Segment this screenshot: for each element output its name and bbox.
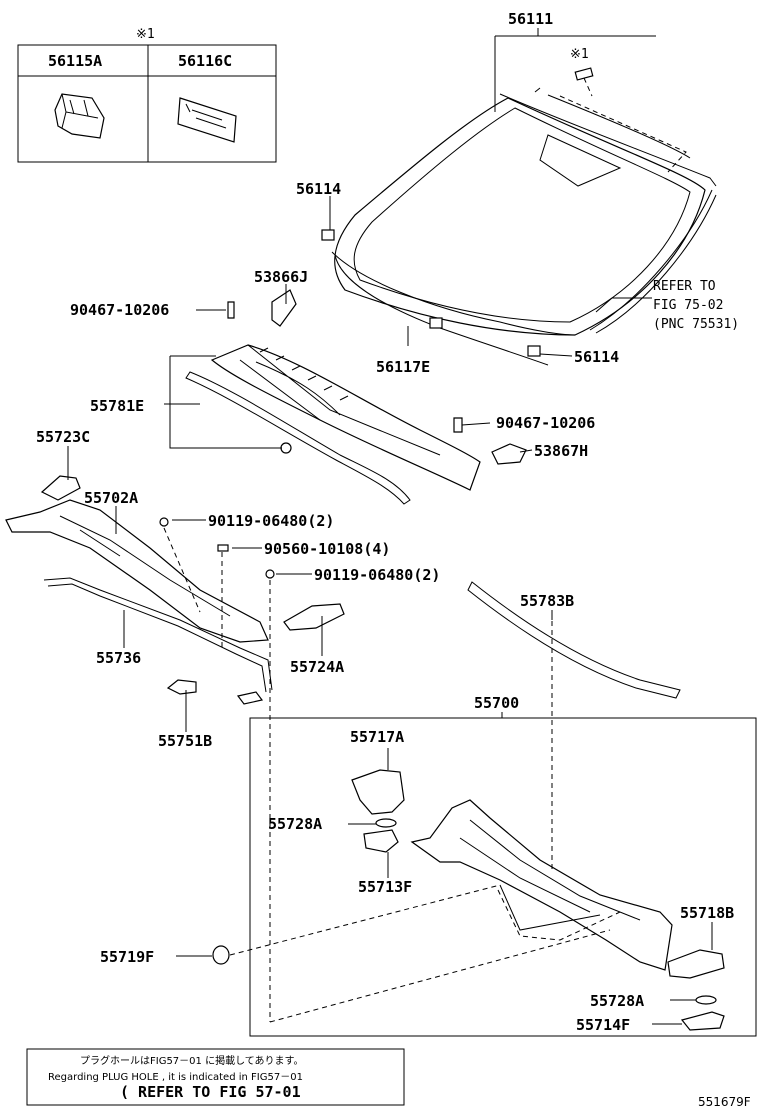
inset-col1-label: 56115A: [48, 52, 102, 70]
clip-56115a-drawing: [54, 93, 105, 139]
clip-90467-mid-icon: [453, 417, 463, 433]
label-55783b: 55783B: [520, 592, 574, 610]
label-90560: 90560-10108(4): [264, 540, 390, 558]
bracket-55714f-icon: [680, 1011, 725, 1031]
label-55718b: 55718B: [680, 904, 734, 922]
label-55728a-right: 55728A: [590, 992, 644, 1010]
seal-53867h-icon: [491, 443, 527, 465]
label-55702a: 55702A: [84, 489, 138, 507]
label-55728a-left: 55728A: [268, 815, 322, 833]
label-90467-top: 90467-10206: [70, 301, 169, 319]
bracket-55718b-icon: [667, 949, 725, 979]
cowl-panel-assembly-drawing: [212, 612, 725, 1031]
label-56111: 56111: [508, 10, 553, 28]
label-55724a: 55724A: [290, 658, 344, 676]
clip-90467-top-icon: [227, 301, 235, 319]
label-56117e: 56117E: [376, 358, 430, 376]
inset-table: ※1 56115A 56116C: [17, 27, 277, 163]
label-90467-mid: 90467-10206: [496, 414, 595, 432]
label-53866j: 53866J: [254, 268, 308, 286]
label-55719f: 55719F: [100, 948, 154, 966]
bracket-55713f-icon: [363, 829, 399, 853]
label-55736: 55736: [96, 649, 141, 667]
clip-56114-top-icon: [321, 229, 335, 241]
weatherstrip-55783b-drawing: [467, 581, 681, 699]
inset-col2-label: 56116C: [178, 52, 232, 70]
label-55723c: 55723C: [36, 428, 90, 446]
clip-56117e-icon: [429, 317, 443, 329]
hose-55751b-icon: [166, 679, 197, 695]
cowl-louver-drawing: [185, 289, 527, 505]
plate-56116c-drawing: [177, 97, 237, 143]
inset-note-mark: ※1: [136, 27, 155, 42]
grommet-icon: [280, 442, 292, 454]
plug-55719f-icon: [212, 945, 230, 965]
note-box: プラグホールはFIG57－01 に掲載してあります。 Regarding PLU…: [26, 1048, 405, 1106]
label-55717a: 55717A: [350, 728, 404, 746]
bracket-55724a-icon: [283, 603, 345, 631]
hose-end-icon: [236, 691, 264, 705]
bolt-90119-b-icon: [265, 569, 275, 579]
note-line-refer: ( REFER TO FIG 57-01: [120, 1083, 301, 1101]
clip-56114-bottom-icon: [527, 345, 541, 357]
label-55700: 55700: [474, 694, 519, 712]
seal-55728a-left-icon: [375, 818, 397, 828]
bracket-55717a-icon: [351, 769, 405, 815]
inset-table-frame: [17, 44, 277, 163]
seal-53866j-icon: [271, 289, 297, 327]
label-56114-top: 56114: [296, 180, 341, 198]
windshield-glass-drawing: [321, 67, 717, 366]
label-55713f: 55713F: [358, 878, 412, 896]
refer-line-2: FIG 75-02: [653, 298, 723, 313]
note-line-en: Regarding PLUG HOLE , it is indicated in…: [48, 1072, 303, 1083]
label-56114-bottom: 56114: [574, 348, 619, 366]
leader-lines: [67, 28, 713, 1025]
label-mark-1: ※1: [570, 47, 589, 62]
spacer-mark-icon: [574, 67, 594, 81]
figure-code: 551679F: [698, 1095, 751, 1109]
bolt-90119-a-icon: [159, 517, 169, 527]
assembly-55700-frame: [249, 717, 757, 1037]
nut-90560-icon: [217, 544, 229, 552]
note-line-jp: プラグホールはFIG57－01 に掲載してあります。: [80, 1054, 303, 1067]
refer-line-1: REFER TO: [653, 279, 716, 294]
part-labels: 56111 ※1 56114 53866J 90467-10206 REFER …: [36, 10, 739, 1034]
refer-line-3: (PNC 75531): [653, 317, 739, 332]
label-90119-a: 90119-06480(2): [208, 512, 334, 530]
label-55751b: 55751B: [158, 732, 212, 750]
label-55781e: 55781E: [90, 397, 144, 415]
bracket-55723c-icon: [40, 475, 81, 501]
note-box-frame: [26, 1048, 405, 1106]
label-53867h: 53867H: [534, 442, 588, 460]
seal-55728a-right-icon: [695, 995, 717, 1005]
label-55714f: 55714F: [576, 1016, 630, 1034]
lower-cowl-left-drawing: [5, 475, 345, 1022]
label-90119-b: 90119-06480(2): [314, 566, 440, 584]
